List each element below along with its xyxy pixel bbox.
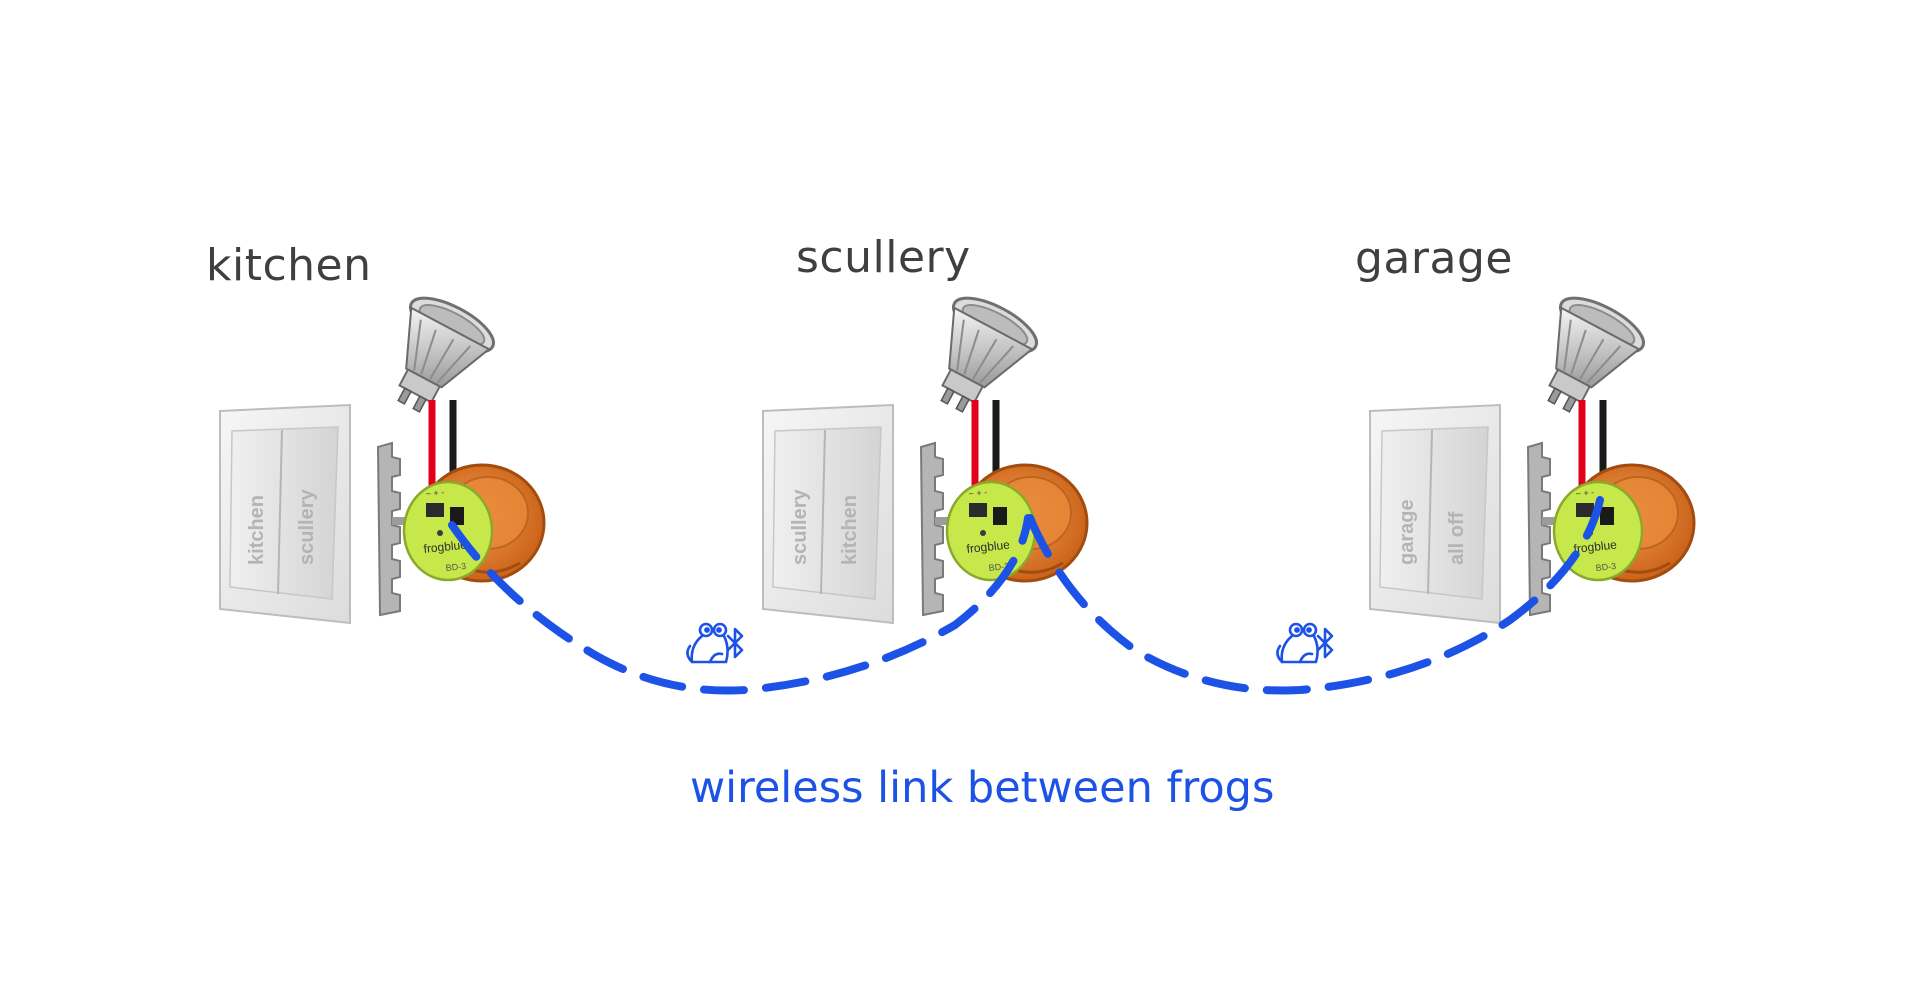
switch-module-assembly [763, 288, 1087, 623]
switch-label-left: kitchen [246, 495, 268, 565]
switch-label-left: scullery [789, 489, 811, 565]
bluetooth-icon [726, 627, 744, 659]
switch-label-right: kitchen [839, 495, 861, 565]
room-unit-kitchen: kitchen scullery [220, 288, 544, 623]
switch-label-right: all off [1446, 511, 1468, 565]
room-title-kitchen: kitchen [206, 240, 372, 291]
wireless-link-caption: wireless link between frogs [690, 763, 1275, 813]
wireless-link-scullery-garage [1026, 496, 1604, 695]
room-title-scullery: scullery [796, 232, 971, 283]
switch-label-right: scullery [296, 489, 318, 565]
bluetooth-icon [1316, 627, 1334, 659]
room-title-garage: garage [1355, 233, 1513, 284]
switch-label-left: garage [1396, 499, 1418, 565]
frog-icon [686, 622, 729, 664]
room-unit-garage: garage all off [1370, 288, 1694, 623]
room-unit-scullery: scullery kitchen [763, 288, 1087, 623]
frog-icon [1276, 622, 1319, 664]
wireless-link-kitchen-scullery [448, 514, 1032, 695]
switch-module-assembly [1370, 288, 1694, 623]
